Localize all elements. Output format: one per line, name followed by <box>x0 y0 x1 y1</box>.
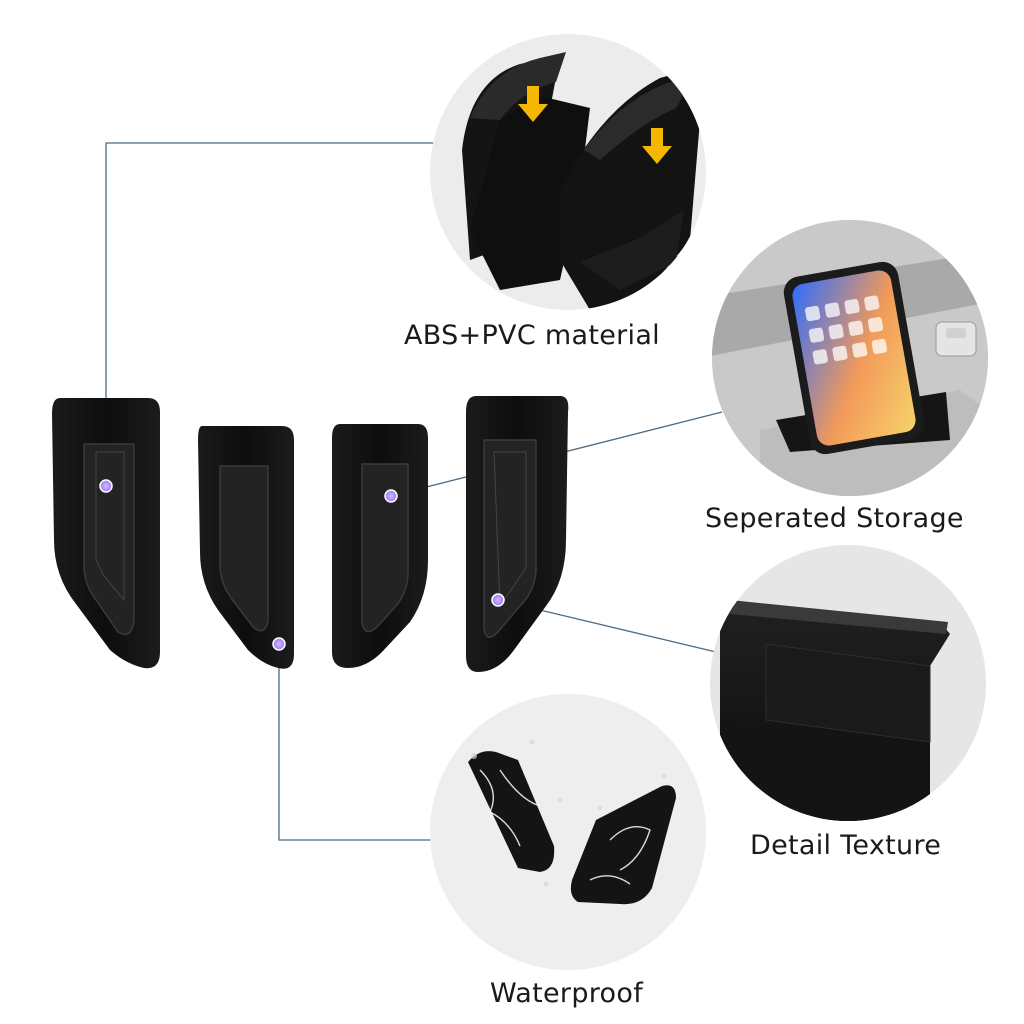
phone-image <box>783 261 925 455</box>
callout-storage-image <box>712 220 988 496</box>
arrow-down-icon <box>518 86 672 164</box>
feature-label-storage: Seperated Storage <box>705 503 964 534</box>
callout-material-image <box>430 34 706 310</box>
marker-dot-material <box>99 479 113 493</box>
feature-label-waterproof: Waterproof <box>490 978 644 1009</box>
storage-box-rear-right <box>332 424 428 668</box>
connector-waterproof <box>278 644 432 841</box>
storage-box-rear-left <box>198 426 294 669</box>
marker-dot-storage <box>384 489 398 503</box>
callout-waterproof-image <box>430 694 706 970</box>
feature-label-texture: Detail Texture <box>750 830 942 861</box>
callout-texture-image <box>710 545 986 821</box>
feature-label-material: ABS+PVC material <box>404 320 660 351</box>
marker-dot-texture <box>491 593 505 607</box>
storage-box-front-right <box>466 396 569 672</box>
storage-box-front-left <box>52 398 160 669</box>
marker-dot-waterproof <box>272 637 286 651</box>
marker-dots <box>99 479 505 651</box>
connector-material <box>105 142 438 486</box>
